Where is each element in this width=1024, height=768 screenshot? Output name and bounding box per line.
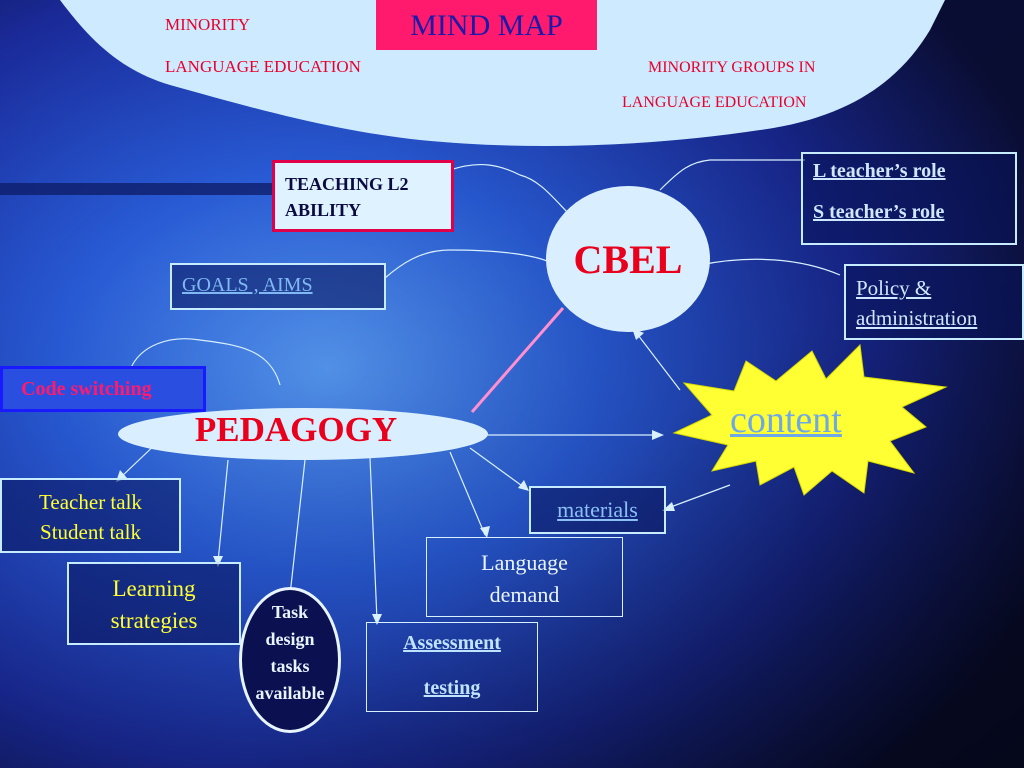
task-line1: Task xyxy=(271,602,309,622)
task-line2: design xyxy=(265,629,315,649)
teacher-talk-label: Teacher talk xyxy=(39,490,142,514)
teaching-l2-line2: ABILITY xyxy=(285,200,362,220)
materials-box[interactable]: materials xyxy=(529,486,666,534)
learning-strategies-box[interactable]: Learning strategies xyxy=(67,562,241,645)
pedagogy-node[interactable] xyxy=(118,408,488,460)
top-left-line1: MINORITY xyxy=(165,15,250,34)
language-demand-box[interactable]: Language demand xyxy=(426,537,623,617)
content-label[interactable]: content xyxy=(730,398,842,442)
task-line4: available xyxy=(255,683,325,703)
policy-admin-box[interactable]: Policy & administration xyxy=(844,264,1024,340)
goals-aims-box[interactable]: GOALS , AIMS xyxy=(170,263,386,310)
task-design-node[interactable]: Task design tasks available xyxy=(239,587,341,733)
language-demand-line1: Language xyxy=(481,550,568,575)
cbel-node[interactable] xyxy=(546,186,710,332)
code-switching-box[interactable]: Code switching xyxy=(0,366,206,412)
policy-line1[interactable]: Policy & xyxy=(856,276,932,300)
content-link[interactable]: content xyxy=(730,399,842,441)
testing-link[interactable]: testing xyxy=(423,677,481,699)
teacher-roles-box[interactable]: L teacher’s role S teacher’s role xyxy=(801,152,1017,245)
content-star-burst[interactable] xyxy=(664,343,949,498)
student-talk-label: Student talk xyxy=(40,520,141,544)
page-title: MIND MAP xyxy=(376,0,597,50)
top-left-line2: LANGUAGE EDUCATION xyxy=(165,57,361,76)
s-teacher-role-link[interactable]: S teacher’s role xyxy=(813,201,945,223)
materials-link[interactable]: materials xyxy=(557,497,638,522)
language-demand-line2: demand xyxy=(489,582,560,607)
l-teacher-role-link[interactable]: L teacher’s role xyxy=(813,160,946,182)
policy-line2[interactable]: administration xyxy=(856,306,978,330)
learning-line1: Learning xyxy=(112,576,196,601)
teacher-student-talk-box[interactable]: Teacher talk Student talk xyxy=(0,478,181,553)
teaching-l2-ability-box[interactable]: TEACHING L2 ABILITY xyxy=(272,160,454,232)
code-switching-label: Code switching xyxy=(21,378,152,400)
pedagogy-label: PEDAGOGY xyxy=(194,410,398,449)
assessment-box[interactable]: Assessment testing xyxy=(366,622,538,712)
assessment-link[interactable]: Assessment xyxy=(403,632,501,654)
teaching-l2-line1: TEACHING L2 xyxy=(285,174,409,194)
goals-aims-link[interactable]: GOALS , AIMS xyxy=(182,274,313,296)
cbel-label: CBEL xyxy=(573,237,683,282)
top-right-line2: LANGUAGE EDUCATION xyxy=(622,94,807,111)
task-line3: tasks xyxy=(270,656,310,676)
top-right-line1: MINORITY GROUPS IN xyxy=(648,59,816,76)
learning-line2: strategies xyxy=(110,608,198,633)
